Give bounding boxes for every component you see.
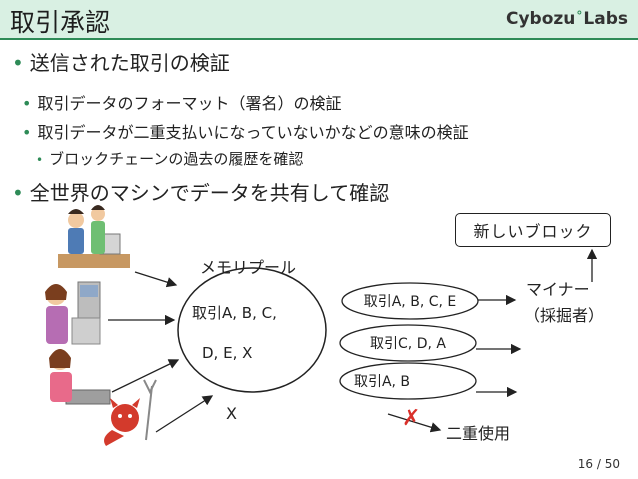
memory-pool-ellipse — [177, 267, 327, 393]
new-block-box: 新しいブロック — [455, 213, 611, 247]
pool-content-line2: D, E, X — [202, 344, 253, 362]
miner-sublabel: （採掘者） — [524, 306, 605, 325]
bullet-dot-icon: • — [22, 123, 32, 142]
bullet-dot-icon: • — [22, 94, 32, 113]
bullet-dot-icon: • — [12, 51, 24, 75]
devil-icon — [104, 379, 157, 446]
x-transaction-label: X — [226, 404, 237, 423]
logo-mark: ° — [576, 9, 583, 23]
bullet-dot-icon: • — [12, 181, 24, 205]
arrow-to-pool — [134, 271, 178, 288]
mempool-label: メモリプール — [200, 258, 297, 277]
bullet-5: •全世界のマシンでデータを共有して確認 — [12, 181, 390, 205]
bullet-1: •送信された取引の検証 — [12, 51, 230, 75]
cybozu-labs-logo: Cybozu°Labs — [506, 9, 628, 29]
woman-with-keyboard-icon — [49, 349, 111, 405]
transaction-set-1: 取引A, B, C, E — [363, 294, 457, 310]
customer-at-terminal-icon — [45, 281, 101, 345]
transaction-ellipse — [339, 362, 477, 400]
arrow-to-pool — [155, 395, 214, 433]
transaction-ellipse — [339, 324, 477, 362]
arrow-to-pool — [111, 359, 180, 393]
miner-label: マイナー — [526, 280, 590, 299]
transaction-set-2: 取引C, D, A — [370, 336, 446, 352]
logo-suffix: Labs — [583, 9, 628, 29]
reject-cross-icon: ✗ — [402, 406, 421, 431]
double-spend-label: 二重使用 — [446, 424, 511, 443]
transaction-set-3: 取引A, B — [353, 374, 411, 390]
pool-content-line1: 取引A, B, C, — [192, 304, 277, 322]
slide-header: 取引承認 Cybozu°Labs — [0, 0, 638, 40]
bullet-4: •ブロックチェーンの過去の履歴を確認 — [36, 150, 304, 168]
bullet-3: •取引データが二重支払いになっていないかなどの意味の検証 — [22, 123, 469, 142]
page-number: 16 / 50 — [577, 457, 620, 471]
bullet-dot-icon: • — [36, 153, 44, 167]
slide-title: 取引承認 — [10, 8, 111, 37]
arrow-to-double-spend — [387, 413, 442, 433]
logo-text: Cybozu — [506, 9, 576, 29]
bullet-2: •取引データのフォーマット（署名）の検証 — [22, 94, 342, 113]
transaction-ellipse — [341, 282, 479, 320]
customer-at-counter-icon — [58, 205, 130, 268]
